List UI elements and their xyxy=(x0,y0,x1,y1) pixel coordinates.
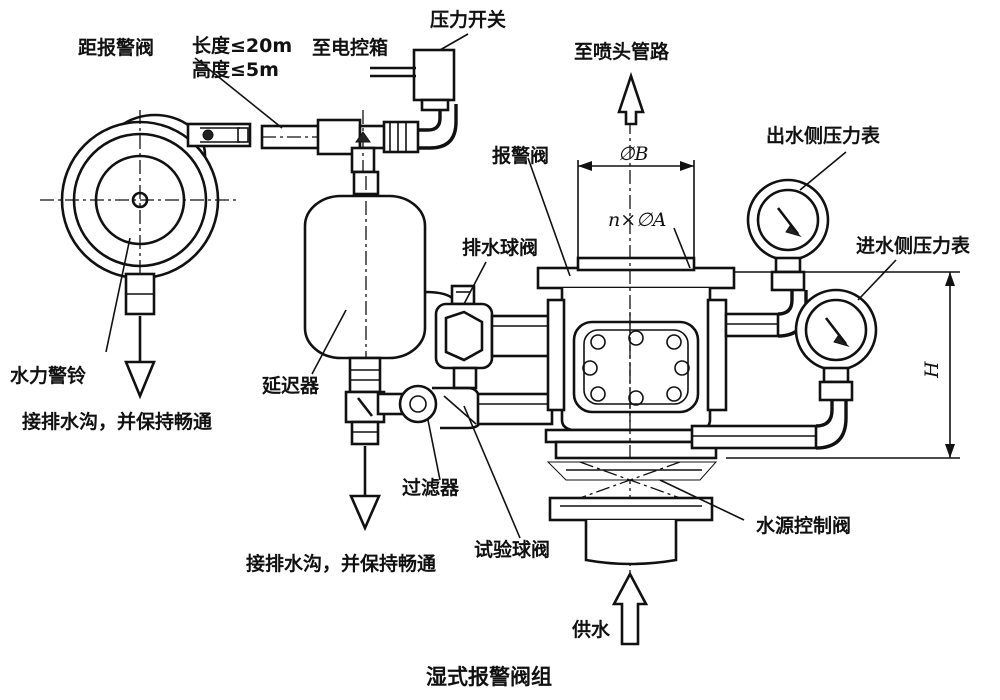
label-retard-chamber: 延迟器 xyxy=(261,375,320,397)
outlet-pressure-gauge xyxy=(746,178,830,292)
drain-arrow-left xyxy=(124,316,156,400)
inlet-pressure-gauge xyxy=(794,288,878,402)
label-inlet-gauge: 进水侧压力表 xyxy=(856,234,971,257)
label-to-drain-bottom: 接排水沟，并保持畅通 xyxy=(246,552,437,575)
dimension-b xyxy=(577,160,695,268)
diagram-title: 湿式报警阀组 xyxy=(426,665,552,689)
drain-ball-valve xyxy=(434,284,554,390)
water-motor-gong xyxy=(40,110,252,316)
dimension-na xyxy=(673,227,691,269)
label-distance-alarm-valve: 距报警阀 xyxy=(78,36,154,59)
label-dim-b: ∅B xyxy=(618,143,649,165)
source-control-valve xyxy=(546,461,718,566)
label-drain-ball-valve: 排水球阀 xyxy=(462,236,538,259)
label-dim-na: n×∅A xyxy=(608,209,666,231)
pressure-switch xyxy=(370,48,456,112)
label-outlet-gauge: 出水侧压力表 xyxy=(766,124,881,147)
leader-lines xyxy=(105,33,897,539)
label-water-supply: 供水 xyxy=(571,618,611,641)
label-source-control-valve: 水源控制阀 xyxy=(756,514,851,537)
label-alarm-valve: 报警阀 xyxy=(492,144,549,167)
label-pressure-switch: 压力开关 xyxy=(430,8,506,31)
to-sprinkler-arrow xyxy=(617,71,645,126)
label-filter: 过滤器 xyxy=(402,477,460,499)
label-water-motor-gong: 水力警铃 xyxy=(10,364,86,387)
water-supply-arrow xyxy=(611,571,649,646)
drain-arrow-bottom xyxy=(349,446,381,532)
label-to-sprinkler-pipe: 至喷头管路 xyxy=(574,40,670,63)
alarm-line-pipe xyxy=(260,104,458,176)
label-height-limit: 高度≤5m xyxy=(192,58,279,81)
filter-and-test-valve xyxy=(376,384,554,430)
retard-chamber xyxy=(303,170,427,446)
alarm-valve xyxy=(536,256,848,460)
label-to-control-box: 至电控箱 xyxy=(312,36,388,59)
label-length-limit: 长度≤20m xyxy=(192,34,292,57)
label-to-drain-left: 接排水沟，并保持畅通 xyxy=(22,410,213,433)
label-test-ball-valve: 试验球阀 xyxy=(474,538,550,561)
label-dim-h: H xyxy=(921,361,943,379)
